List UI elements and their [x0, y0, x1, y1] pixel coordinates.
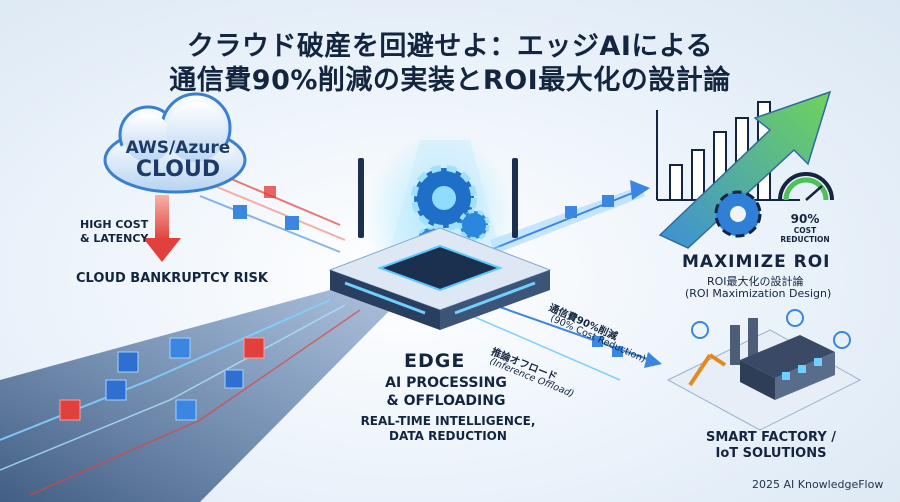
- smart-factory-line-2: IoT SOLUTIONS: [715, 446, 827, 461]
- smart-factory-icon: [666, 309, 862, 431]
- data-road: [0, 290, 400, 502]
- cost-gauge-icon: [778, 172, 834, 201]
- edge-subheading: AI PROCESSING & OFFLOADING: [376, 374, 516, 410]
- roi-heading: MAXIMIZE ROI: [682, 252, 831, 272]
- high-cost-arrow-icon: [143, 195, 181, 262]
- edge-description: REAL-TIME INTELLIGENCE, DATA REDUCTION: [348, 414, 548, 444]
- page-title-line-1: クラウド破産を回避せよ：エッジAIによる: [186, 31, 714, 62]
- page-title-line-2: 通信費90%削減の実装とROI最大化の設計論: [169, 65, 731, 96]
- brand-watermark: 2025 AI KnowledgeFlow: [752, 478, 884, 491]
- gauge-caption-line-2: REDUCTION: [780, 235, 830, 244]
- edge-description-line-2: DATA REDUCTION: [389, 429, 507, 443]
- edge-to-roi-streams: [469, 180, 662, 381]
- gauge-caption-line-1: COST: [793, 226, 817, 235]
- roi-subtitle-ja: ROI最大化の設計論: [707, 275, 804, 288]
- cloud-icon: [103, 92, 247, 194]
- edge-router-device: [328, 158, 552, 330]
- cloud-label-providers: AWS/Azure: [125, 138, 231, 158]
- cloud-bankruptcy-risk-label: CLOUD BANKRUPTCY RISK: [76, 271, 268, 286]
- edge-subheading-line-1: AI PROCESSING: [385, 375, 507, 391]
- smart-factory-label: SMART FACTORY / IoT SOLUTIONS: [676, 430, 866, 462]
- high-cost-line-2: & LATENCY: [80, 232, 149, 245]
- growth-chart-icon: [656, 90, 832, 249]
- roi-subtitle-en: (ROI Maximization Design): [685, 287, 832, 300]
- cloud-label-cloud: CLOUD: [135, 157, 221, 182]
- gauge-caption: COST REDUCTION: [774, 226, 836, 244]
- edge-description-line-1: REAL-TIME INTELLIGENCE,: [360, 414, 536, 428]
- edge-heading: EDGE: [404, 350, 466, 372]
- high-cost-label: HIGH COST & LATENCY: [80, 218, 148, 246]
- smart-factory-line-1: SMART FACTORY /: [705, 430, 837, 445]
- edge-subheading-line-2: & OFFLOADING: [386, 393, 506, 409]
- roi-gear-icon: [714, 190, 762, 238]
- high-cost-line-1: HIGH COST: [80, 218, 149, 231]
- gauge-percent: 90%: [790, 212, 820, 226]
- data-cubes: [59, 337, 265, 421]
